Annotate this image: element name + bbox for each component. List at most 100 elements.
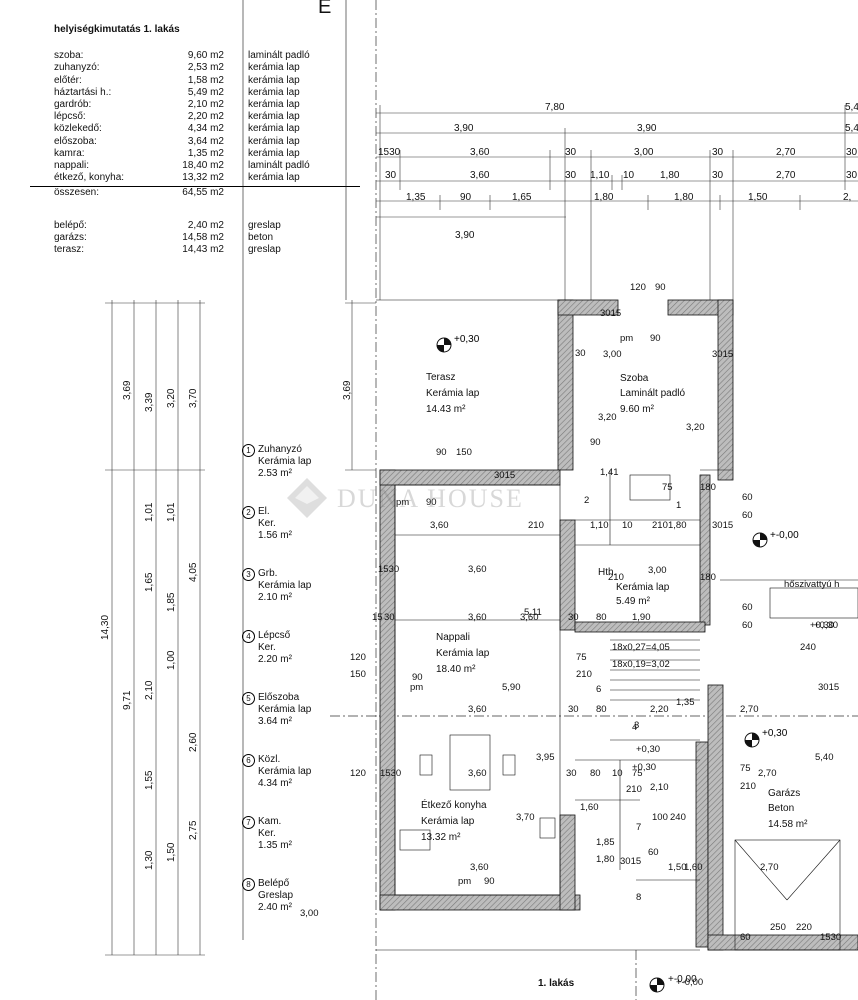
dim-text: 5,4 (845, 102, 858, 113)
schedule-room-material: laminált padló (248, 160, 310, 172)
dim-text: 2, (843, 192, 851, 203)
interior-dim-label: 180 (700, 572, 716, 583)
interior-dim-label: pm (620, 333, 633, 344)
dim-text: 4,05 (188, 562, 199, 582)
room-name: Hth. (598, 567, 616, 578)
dim-text: 1,50 (748, 192, 768, 203)
interior-dim-label: 250 (770, 922, 786, 933)
interior-dim-label: 3,60 (520, 612, 539, 623)
interior-dim-label: 3,95 (536, 752, 555, 763)
interior-dim-label: 1,10 (590, 520, 609, 531)
schedule-room-name: belépő: (54, 219, 87, 231)
interior-dim-label: 3015 (494, 470, 515, 481)
dim-text: 1,01 (166, 502, 177, 522)
dim-text: 1,85 (166, 592, 177, 612)
interior-dim-label: 75 (576, 652, 587, 663)
interior-dim-label: 1,85 (596, 837, 615, 848)
dim-text: 3,69 (342, 380, 353, 400)
interior-dim-label: 80 (596, 612, 607, 623)
legend-material: Ker. (258, 642, 276, 653)
schedule-total-row: összesen: 64,55 m2 (30, 186, 360, 199)
room-material: Kerámia lap (436, 648, 490, 659)
schedule-room-name: nappali: (54, 160, 90, 172)
level-text: +0,30 (454, 334, 480, 345)
dim-text: 5,4 (845, 123, 858, 134)
dim-text: 1,80 (674, 192, 694, 203)
interior-dim-label: 1530 (378, 564, 399, 575)
interior-dim-label: 10 (612, 768, 623, 779)
schedule-room-area: 3,64 m2 (187, 135, 224, 147)
interior-dim-label: 2,70 (758, 768, 777, 779)
schedule-room-material: greslap (248, 219, 281, 231)
top-dimension-ticks (379, 105, 846, 300)
interior-dim-label: hőszivattyú h (784, 579, 839, 590)
dim-text: 30 (385, 170, 397, 181)
interior-dim-label: 5,40 (815, 752, 834, 763)
room-area: 5.49 m² (616, 596, 651, 607)
schedule-room-material: kerámia lap (248, 111, 300, 123)
top-dimension-lines (376, 112, 858, 218)
legend-material: Kerámia lap (258, 456, 312, 467)
interior-dim-label: 5,11 (524, 607, 542, 618)
dim-text: 3,70 (188, 388, 199, 408)
interior-dim-label: 30 (566, 768, 577, 779)
interior-dim-label: 30 (575, 348, 586, 359)
schedule-room-material: kerámia lap (248, 99, 300, 111)
schedule-room-material: kerámia lap (248, 86, 300, 98)
interior-dim-label: pm (458, 876, 471, 887)
schedule-room-material: kerámia lap (248, 123, 300, 135)
room-area: 9.60 m² (620, 404, 655, 415)
dim-text: 1,50 (166, 842, 177, 862)
interior-dim-label: 2,10 (650, 782, 669, 793)
interior-dim-label: 3 (634, 720, 639, 731)
schedule-room-material: kerámia lap (248, 172, 300, 184)
interior-dim-label: 3,60 (430, 520, 449, 531)
schedule-room-name: lépcső: (54, 111, 86, 123)
interior-dim-label: 3,60 (470, 862, 489, 873)
interior-dim-label: 3,60 (468, 612, 487, 623)
dim-text: 1,00 (166, 650, 177, 670)
legend-area: 2.40 m² (258, 902, 292, 913)
interior-dim-label: 210 (626, 784, 642, 795)
legend-number-badge: 4 (242, 630, 255, 643)
legend-name: Grb. (258, 568, 278, 579)
interior-dim-label: 60 (742, 620, 753, 631)
legend-name: Közl. (258, 754, 281, 765)
room-area: 14.58 m² (768, 819, 808, 830)
interior-dim-label: 3,60 (468, 768, 487, 779)
interior-dim-label: 30 (568, 704, 579, 715)
interior-dim-label: 3015 (600, 308, 621, 319)
interior-dim-label: 210 (652, 520, 668, 531)
level-marker-terrace: +0,30 (436, 334, 480, 353)
schedule-room-name: előszoba: (54, 135, 97, 147)
dim-text: 30 (565, 147, 577, 158)
interior-dim-label: 80 (590, 768, 601, 779)
legend-area: 4.34 m² (258, 778, 292, 789)
interior-dim-label: 90 (412, 672, 423, 683)
dim-text: 30 (712, 170, 724, 181)
dim-text: 3,90 (454, 123, 474, 134)
interior-dim-label: pm (410, 682, 423, 693)
interior-dim-label: 18x0,19=3,02 (612, 659, 670, 670)
interior-dim-label: 75 (632, 768, 643, 779)
interior-dim-label: 1 (676, 500, 681, 511)
interior-dim-label: 60 (742, 510, 753, 521)
interior-dim-label: 2,70 (760, 862, 779, 873)
interior-dim-label: 240 (670, 812, 686, 823)
interior-dim-label: 210 (608, 572, 624, 583)
interior-dim-label: 3015 (712, 520, 733, 531)
legend-number-badge: 6 (242, 754, 255, 767)
interior-dim-label: 18x0,27=4,05 (612, 642, 670, 653)
level-markers: +0,30 +-0,00 +0,30 (436, 334, 799, 993)
interior-dim-label: 180 (700, 482, 716, 493)
level-marker-ground (649, 977, 665, 993)
schedule-title: helyiségkimutatás 1. lakás (54, 24, 180, 35)
room-area: 14.43 m² (426, 404, 466, 415)
